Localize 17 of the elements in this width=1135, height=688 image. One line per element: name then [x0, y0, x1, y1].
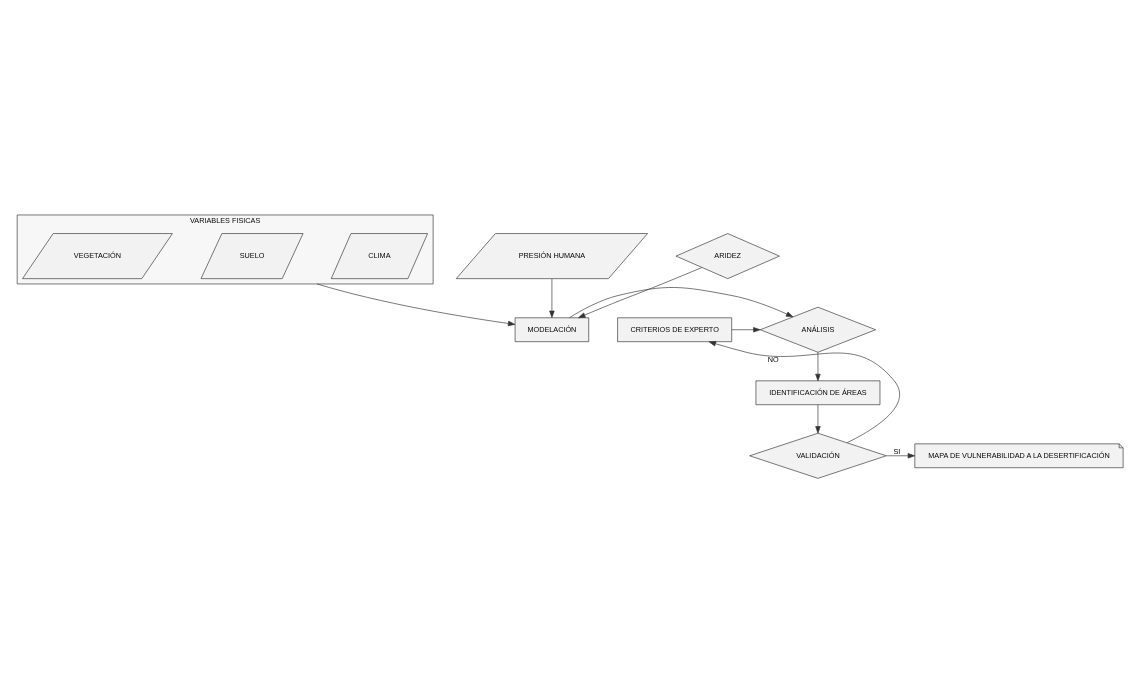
arrow: [731, 327, 761, 333]
node-box: MODELACIÓN: [514, 317, 590, 342]
arrow: [708, 341, 900, 443]
node-diamond: ARIDEZ: [675, 233, 780, 279]
arrow: [569, 287, 794, 318]
arrow: [316, 283, 516, 327]
arrow: [886, 453, 915, 459]
arrow: [815, 404, 821, 434]
edge-label: NO: [767, 355, 779, 365]
arrow: [578, 267, 703, 319]
arrow: [549, 278, 555, 318]
arrow: [815, 352, 821, 382]
node-box: IDENTIFICACIÓN DE ÁREAS: [755, 380, 881, 406]
node-box: CRITERIOS DE EXPERTO: [617, 317, 733, 342]
node-diamond: VALIDACIÓN: [749, 432, 887, 479]
node-diamond: ANÁLISIS: [759, 306, 876, 353]
edge-label: SI: [893, 446, 901, 456]
